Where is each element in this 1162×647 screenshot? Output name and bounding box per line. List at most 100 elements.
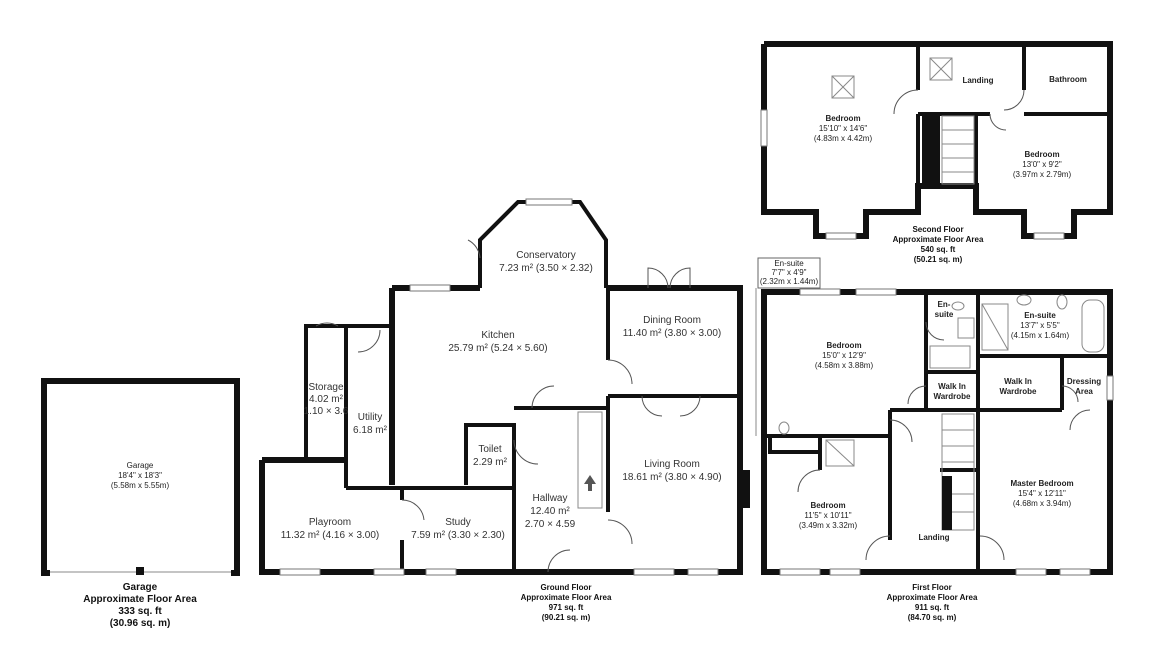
second-summary-title: Second Floor <box>912 225 963 234</box>
ff-window-5 <box>1015 568 1047 576</box>
wc-ensuite-large <box>1056 294 1068 310</box>
shower-bedroom-bottom <box>825 439 855 467</box>
sink-ensuite-small <box>951 301 965 311</box>
second-summary-label: Approximate Floor Area <box>893 235 984 244</box>
second-bedroom-left-metric: (4.83m x 4.42m) <box>814 134 873 143</box>
second-summary-sqm: (50.21 sq. m) <box>914 255 963 264</box>
garage-door-post <box>136 567 144 575</box>
ff-dressing-line1: Dressing <box>1067 377 1101 386</box>
first-floor-summary: First Floor Approximate Floor Area 911 s… <box>887 583 978 622</box>
living-size: 18.61 m² (3.80 × 4.90) <box>622 472 721 483</box>
ff-window-2 <box>855 288 897 296</box>
ff-ensuite-large-size: 13'7" x 5'5" <box>1020 321 1060 330</box>
sink-ensuite-large <box>1016 294 1032 306</box>
ff-bedroom-bottom-door <box>797 469 821 493</box>
ff-walkin-left-line2: Wardrobe <box>933 392 971 401</box>
first-summary-title: First Floor <box>912 583 952 592</box>
second-summary-sqft: 540 sq. ft <box>921 245 956 254</box>
garage-room-size: 18'4" x 18'3" <box>118 471 162 480</box>
second-window-bottom-left <box>825 232 857 240</box>
garage-summary-sqm: (30.96 sq. m) <box>110 618 171 629</box>
shower-bedroom-bottom-diag <box>825 439 855 467</box>
ground-window-2 <box>373 568 405 576</box>
ff-bedroom-bottom-size: 11'5" x 10'11" <box>804 511 851 520</box>
ff-landing-door-left <box>865 535 891 561</box>
bathroom-door <box>1003 89 1025 111</box>
ff-window-1 <box>799 288 841 296</box>
first-stairs <box>941 413 975 531</box>
ground-summary-title: Ground Floor <box>540 583 591 592</box>
conservatory-walls <box>478 200 608 288</box>
ff-bedroom-top-name: Bedroom <box>826 341 861 350</box>
toilet-walls <box>464 423 516 572</box>
garage-summary-sqft: 333 sq. ft <box>118 606 162 617</box>
ff-window-side <box>1106 375 1114 401</box>
storage-walls <box>304 324 392 460</box>
ground-floor-outer-wall <box>259 285 743 575</box>
study-door <box>401 499 425 521</box>
living-door <box>607 519 633 545</box>
ensuite-callout-box <box>757 257 821 289</box>
second-stairs <box>941 115 975 185</box>
second-bedroom-left-size: 15'10" x 14'6" <box>819 124 867 133</box>
ff-walkin-door <box>907 385 927 405</box>
ground-summary-sqm: (90.21 sq. m) <box>542 613 591 622</box>
storage-size: 4.02 m² <box>309 394 344 405</box>
ff-master-name: Master Bedroom <box>1010 479 1073 488</box>
shower-ensuite-large <box>981 303 1009 351</box>
hallway-door <box>531 385 555 409</box>
living-name: Living Room <box>644 459 700 470</box>
garage-summary-label: Approximate Floor Area <box>83 594 197 605</box>
first-summary-label: Approximate Floor Area <box>887 593 978 602</box>
hallway-dims: 2.70 × 4.59 <box>525 519 576 530</box>
toilet-door <box>513 439 539 465</box>
skylight-landing <box>929 57 953 81</box>
hallway-name: Hallway <box>532 493 567 504</box>
study-size: 7.59 m² (3.30 × 2.30) <box>411 530 505 541</box>
second-window-bottom-right <box>1033 232 1065 240</box>
utility-door <box>357 329 381 353</box>
dining-name: Dining Room <box>643 315 701 326</box>
ff-landing-name: Landing <box>918 533 949 542</box>
second-bedroom-left-name: Bedroom <box>825 114 860 123</box>
ff-master-size: 15'4" x 12'11" <box>1018 489 1066 498</box>
bath-ensuite-large <box>1081 299 1105 353</box>
ff-ensuite-large-name: En-suite <box>1024 311 1056 320</box>
ensuite-callout-metric: (2.32m x 1.44m) <box>760 277 819 286</box>
kitchen-name: Kitchen <box>481 330 514 341</box>
ff-walkin-left-line1: Walk In <box>938 382 966 391</box>
conservatory-window-top <box>525 198 573 206</box>
ff-stairs-block <box>942 476 952 530</box>
dining-size: 11.40 m² (3.80 × 3.00) <box>623 328 721 339</box>
first-floor-outer-wall <box>761 289 1113 575</box>
first-summary-sqm: (84.70 sq. m) <box>908 613 957 622</box>
shower-ensuite-large-diag <box>981 303 1009 351</box>
first-summary-sqft: 911 sq. ft <box>915 603 950 612</box>
ff-ensuite-door <box>925 321 945 341</box>
skylight-landing-diag-2 <box>929 57 953 81</box>
bedroom-left-door <box>893 89 919 115</box>
ff-window-4 <box>829 568 861 576</box>
dining-door-left <box>641 395 663 417</box>
second-window-left-side <box>760 109 768 147</box>
ff-ensuite-small-name2: suite <box>935 310 954 319</box>
stairs-arrow <box>584 475 596 484</box>
conservatory-name: Conservatory <box>516 250 575 261</box>
ff-master-metric: (4.68m x 3.94m) <box>1013 499 1072 508</box>
shower-ensuite-small <box>957 317 975 339</box>
french-door-left <box>647 267 669 289</box>
second-bathroom-name: Bathroom <box>1049 75 1087 84</box>
ground-window-3 <box>425 568 457 576</box>
storage-dims: 1.10 × 3.6 <box>304 406 349 417</box>
conservatory-door <box>467 239 481 259</box>
ground-window-1 <box>279 568 321 576</box>
kitchen-door <box>607 359 633 385</box>
bath-top-bedroom <box>929 345 971 369</box>
garage-summary: Garage Approximate Floor Area 333 sq. ft… <box>83 582 197 629</box>
toilet-size: 2.29 m² <box>473 457 508 468</box>
wc-small <box>778 421 790 435</box>
chimney <box>742 470 750 508</box>
stairs-arrow-stem <box>588 483 592 491</box>
ensuite-callout-name: En-suite <box>774 259 804 268</box>
garage-room-metric: (5.58m x 5.55m) <box>111 481 170 490</box>
